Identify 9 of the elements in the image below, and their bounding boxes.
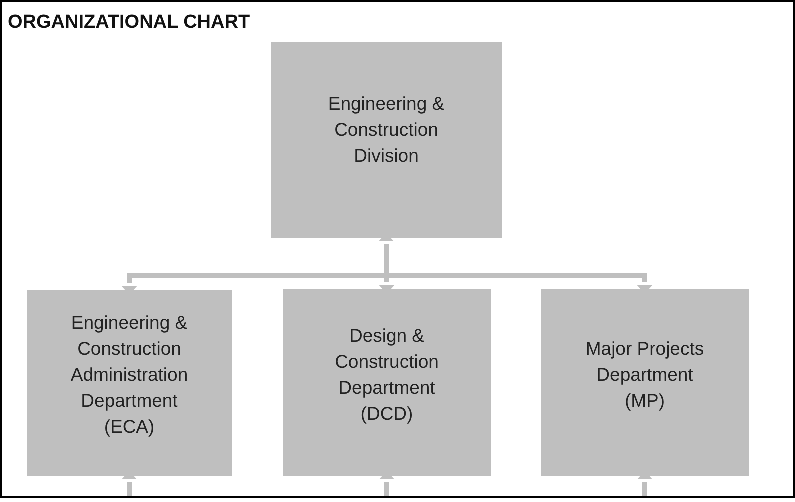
unit-name: Design & Construction Department (DCD) [334, 324, 440, 426]
unit-name: Engineering & Construction Division [327, 92, 446, 168]
unit-name: Major Projects Department (MP) [584, 336, 706, 413]
org-unit-box [271, 42, 502, 238]
org-unit-box [283, 289, 491, 476]
unit-name: Engineering & Construction Administration Department (ECA) [70, 311, 190, 439]
org-unit-box [541, 289, 749, 476]
chart-title: ORGANIZATIONAL CHART [8, 12, 250, 34]
org-unit-box [27, 290, 232, 476]
